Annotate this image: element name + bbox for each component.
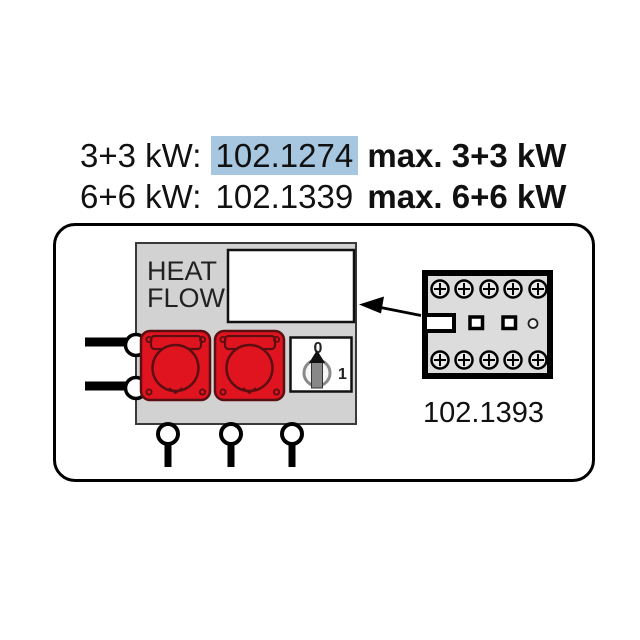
socket-screw-icon [219, 335, 227, 343]
part-line-6kw: 6+6 kW: 102.1339 max. 6+6 kW [80, 176, 566, 217]
socket-screw-icon [198, 388, 206, 396]
cable-gland-icon [219, 422, 243, 446]
terminal-pilot-icon [527, 318, 539, 329]
switch-position-0-label: 0 [314, 340, 323, 357]
socket-lid [151, 343, 200, 393]
terminal-block [422, 270, 553, 379]
part-line-6kw-prefix: 6+6 kW: [80, 178, 202, 215]
part-line-3kw-max: max. 3+3 kW [367, 137, 567, 174]
cable-gland-icon [280, 422, 304, 446]
cee-socket-2 [213, 329, 286, 402]
rotary-switch: 0 1 [289, 336, 353, 393]
terminal-block-part-number: 102.1393 [423, 397, 544, 429]
terminal-jumper-icon [468, 315, 485, 331]
switch-position-1-label: 1 [338, 366, 347, 383]
socket-screw-icon [272, 335, 280, 343]
socket-screw-icon [145, 335, 153, 343]
switch-handle-icon [311, 361, 323, 389]
switch-pointer-icon [309, 350, 325, 363]
terminal-notch [423, 313, 456, 333]
socket-screw-icon [219, 388, 227, 396]
socket-screw-icon [272, 388, 280, 396]
panel-label-flow: FLOW [147, 283, 226, 313]
panel-label-heat: HEAT [147, 256, 217, 286]
terminal-jumper-icon [501, 315, 518, 331]
part-line-3kw-prefix: 3+3 kW: [80, 137, 202, 174]
part-number-plain: 102.1339 [215, 178, 354, 215]
part-number-list: 3+3 kW: 102.1274 max. 3+3 kW 6+6 kW: 102… [80, 135, 566, 217]
connection-arrow-icon [359, 296, 422, 317]
terminal-screws-top [430, 279, 548, 299]
socket-screw-icon [198, 335, 206, 343]
terminal-screws-bottom [430, 350, 548, 370]
cable-gland-icon [156, 422, 180, 446]
socket-lid [225, 343, 274, 393]
display-window [226, 248, 356, 324]
part-number-highlighted: 102.1274 [210, 136, 359, 175]
socket-screw-icon [145, 388, 153, 396]
part-line-6kw-max: max. 6+6 kW [367, 178, 567, 215]
part-line-3kw: 3+3 kW: 102.1274 max. 3+3 kW [80, 135, 566, 176]
cee-socket-1 [139, 329, 212, 402]
